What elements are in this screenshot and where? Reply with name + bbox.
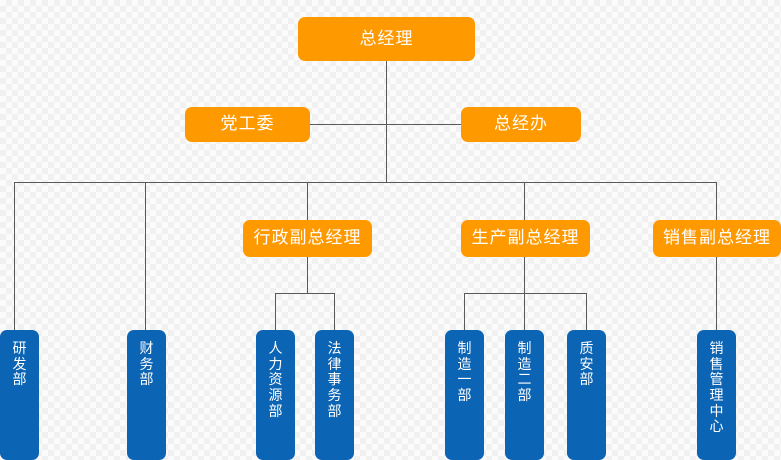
node-production-deputy-gm-label: 生产副总经理: [471, 228, 580, 249]
node-legal-dept-label: 法律事务部: [327, 341, 342, 420]
connector-staff-row: [310, 124, 461, 125]
connector-production-to-mfg2: [524, 293, 525, 330]
node-finance-dept-label: 财务部: [139, 341, 154, 389]
connector-bus-to-production-deputy: [524, 182, 525, 220]
connector-admin-to-hr: [275, 293, 276, 330]
node-party-committee-label: 党工委: [220, 114, 275, 135]
connector-bus-to-rd: [14, 182, 15, 330]
connector-bus-to-admin-deputy: [307, 182, 308, 220]
node-production-deputy-gm[interactable]: 生产副总经理: [461, 220, 590, 257]
node-admin-deputy-gm[interactable]: 行政副总经理: [243, 220, 372, 257]
node-manufacturing-dept-1-label: 制造一部: [457, 341, 472, 405]
connector-production-deputy-bar: [464, 293, 586, 294]
connector-production-to-quality: [586, 293, 587, 330]
node-finance-dept[interactable]: 财务部: [127, 330, 166, 460]
node-legal-dept[interactable]: 法律事务部: [315, 330, 354, 460]
node-rd-dept-label: 研发部: [12, 341, 27, 389]
node-hr-dept-label: 人力资源部: [268, 341, 283, 420]
connector-main-bus: [14, 182, 716, 183]
node-gm-office-label: 总经办: [494, 114, 548, 135]
node-gm-office[interactable]: 总经办: [461, 107, 581, 142]
node-general-manager[interactable]: 总经理: [298, 17, 475, 61]
node-sales-management-center-label: 销售管理中心: [709, 341, 724, 436]
node-general-manager-label: 总经理: [359, 28, 414, 49]
connector-admin-to-legal: [334, 293, 335, 330]
connector-sales-deputy-stem: [716, 257, 717, 330]
node-manufacturing-dept-2[interactable]: 制造二部: [505, 330, 544, 460]
node-sales-management-center[interactable]: 销售管理中心: [697, 330, 736, 460]
connector-admin-deputy-bar: [275, 293, 334, 294]
node-hr-dept[interactable]: 人力资源部: [256, 330, 295, 460]
node-manufacturing-dept-1[interactable]: 制造一部: [445, 330, 484, 460]
node-sales-deputy-gm[interactable]: 销售副总经理: [653, 220, 781, 257]
connector-bus-to-sales-deputy: [716, 182, 717, 220]
connector-production-to-mfg1: [464, 293, 465, 330]
node-sales-deputy-gm-label: 销售副总经理: [663, 228, 771, 249]
node-quality-safety-dept-label: 质安部: [579, 341, 594, 389]
node-party-committee[interactable]: 党工委: [185, 107, 310, 142]
connector-production-deputy-stem: [524, 257, 525, 293]
node-rd-dept[interactable]: 研发部: [0, 330, 39, 460]
connector-bus-to-finance: [145, 182, 146, 330]
node-quality-safety-dept[interactable]: 质安部: [567, 330, 606, 460]
node-manufacturing-dept-2-label: 制造二部: [517, 341, 532, 405]
connector-gm-trunk: [386, 61, 387, 182]
connector-admin-deputy-stem: [307, 257, 308, 293]
node-admin-deputy-gm-label: 行政副总经理: [253, 228, 362, 249]
